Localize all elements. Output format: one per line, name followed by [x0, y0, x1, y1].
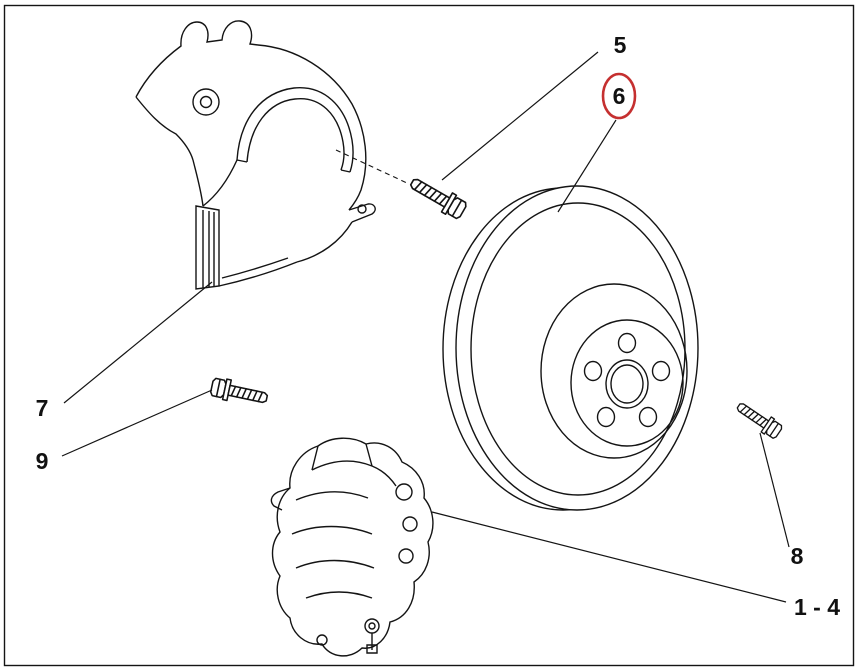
shield-outer-arch [257, 44, 367, 211]
caliper-bleed-screw-inner [368, 622, 376, 630]
shield-left-edge [135, 96, 194, 161]
shield-arch-ends [236, 159, 351, 173]
shield-interior-line [202, 159, 238, 207]
mounting-bolt-5 [405, 172, 470, 222]
caliper-bolt-head [316, 634, 328, 646]
brake-caliper [270, 437, 434, 657]
caliper-pad-spring [311, 460, 397, 487]
highlight-circle-6 [601, 72, 637, 120]
shield-inner-arch-inner [246, 98, 345, 171]
shield-inner-left-edge [192, 159, 204, 207]
shield-bottom-edge [218, 261, 298, 287]
lug-hole [651, 360, 671, 382]
alignment-dashed-line [335, 149, 408, 184]
shield-flange [195, 205, 220, 290]
leader-line-9 [61, 389, 213, 457]
disc-hub-face [570, 319, 684, 447]
brake-disc [442, 185, 699, 511]
caliper-guide-boss [395, 483, 413, 501]
disc-front-face [455, 185, 699, 511]
callout-label-1-4[interactable]: 1 - 4 [794, 594, 840, 620]
shield-top-bracket [135, 20, 259, 98]
caliper-guide-boss [402, 516, 418, 532]
shield-right-tab [348, 203, 376, 223]
caliper-top-ear [311, 443, 373, 471]
caliper-casting-line [295, 491, 369, 501]
shield-stud [357, 204, 367, 214]
callout-label-7[interactable]: 7 [36, 395, 49, 421]
caliper-casting-line [305, 591, 373, 599]
caliper-casting-line [291, 525, 373, 535]
leader-line-6 [557, 119, 617, 213]
leader-line-7 [63, 281, 213, 404]
lug-hole [638, 406, 658, 428]
shield-hole-inner [199, 95, 213, 109]
disc-hat-transition [540, 283, 688, 459]
shield-bottom-inner-line [221, 257, 289, 279]
caliper-guide-boss [398, 548, 414, 564]
callout-label-5[interactable]: 5 [614, 32, 627, 58]
shield-inner-arch-outer [236, 87, 354, 173]
callout-label-6[interactable]: 6 [613, 83, 626, 109]
caliper-casting-line [295, 559, 375, 569]
leader-line-1-4 [431, 511, 787, 603]
caliper-left-tab [270, 487, 291, 511]
disc-center-hole-inner [610, 364, 644, 404]
callout-label-8[interactable]: 8 [791, 543, 804, 569]
leader-line-5 [441, 51, 599, 181]
caliper-body [271, 437, 434, 657]
lug-hole [583, 360, 603, 382]
disc-center-hole [605, 359, 649, 409]
shield-hole [192, 88, 220, 116]
leader-line-8 [759, 432, 790, 548]
splash-shield [135, 20, 376, 290]
callout-label-9[interactable]: 9 [36, 448, 49, 474]
lug-hole [617, 332, 637, 354]
shield-lower-right-contour [296, 221, 353, 263]
diagram-border [3, 4, 855, 667]
shield-bolt-9 [208, 375, 270, 410]
wheel-stud-8 [732, 397, 785, 442]
lug-hole [596, 406, 616, 428]
caliper-bleed-stem [366, 633, 378, 654]
